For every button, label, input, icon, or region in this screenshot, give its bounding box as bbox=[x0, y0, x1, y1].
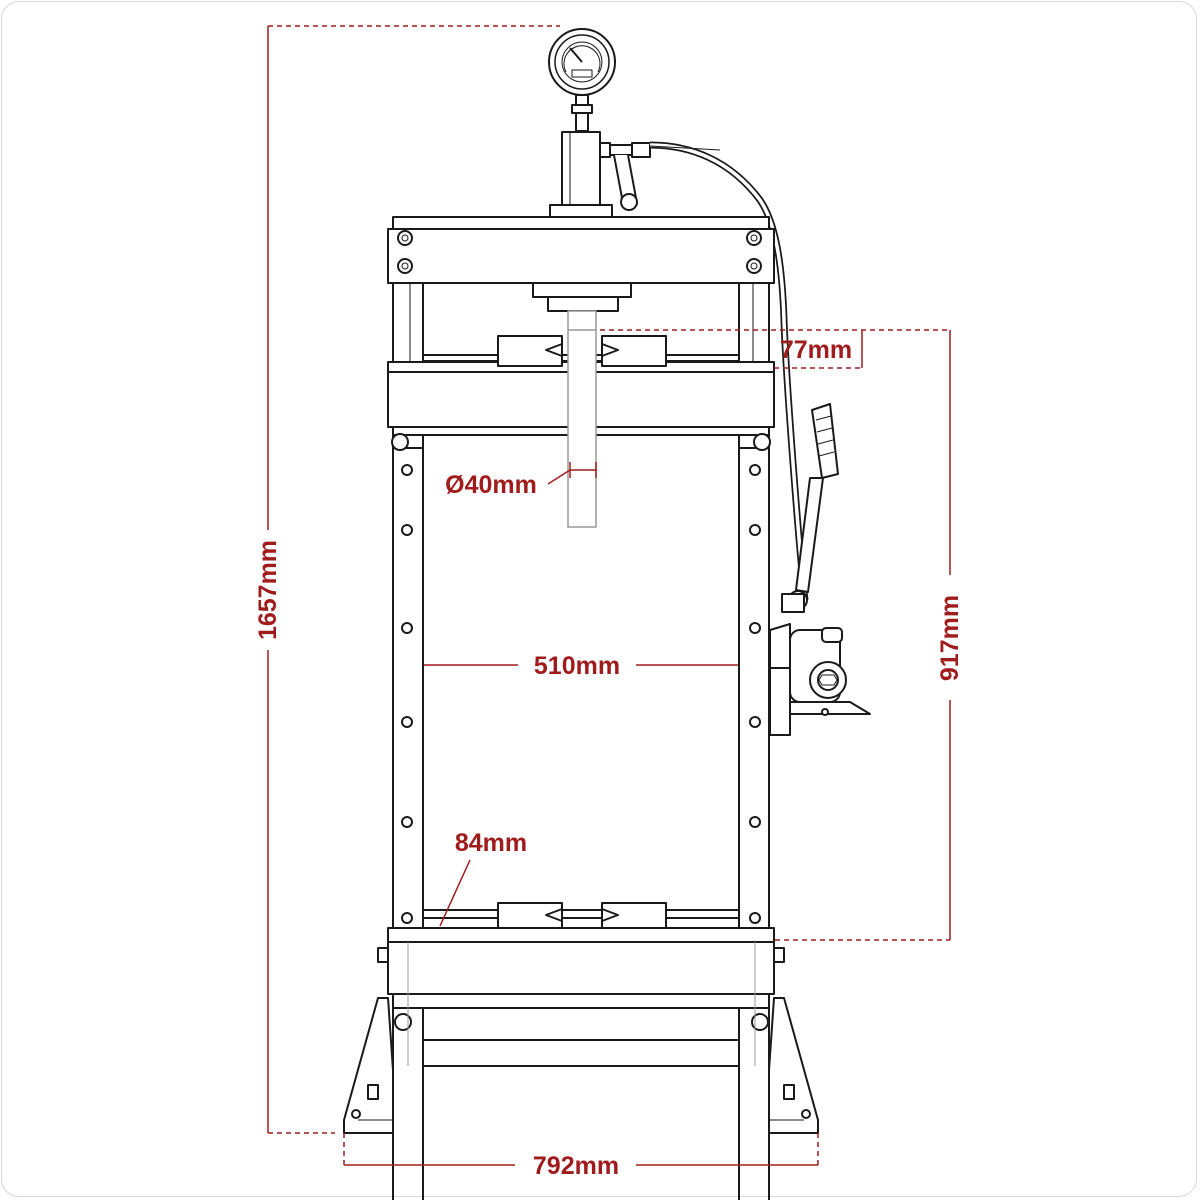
right-foot bbox=[768, 997, 819, 1134]
pressure-gauge bbox=[548, 28, 616, 132]
hydraulic-cylinder bbox=[549, 131, 613, 218]
top-beam bbox=[387, 216, 775, 312]
ram bbox=[567, 310, 597, 528]
hand-pump bbox=[769, 623, 871, 736]
ram-stroke-label: 77mm bbox=[780, 336, 852, 364]
bed-depth-label: 84mm bbox=[455, 829, 527, 857]
left-upright bbox=[392, 282, 424, 1200]
working-height-label: 917mm bbox=[936, 595, 964, 681]
pump-handle bbox=[781, 403, 839, 613]
inner-width-label: 510mm bbox=[534, 652, 620, 680]
left-foot bbox=[343, 997, 394, 1134]
hose-fitting bbox=[599, 141, 809, 601]
lower-bed bbox=[377, 902, 785, 1067]
right-upright bbox=[738, 282, 770, 1200]
ram-diameter-label: Ø40mm bbox=[445, 471, 537, 499]
overall-height-label: 1657mm bbox=[254, 540, 282, 640]
overall-width-label: 792mm bbox=[533, 1152, 619, 1180]
